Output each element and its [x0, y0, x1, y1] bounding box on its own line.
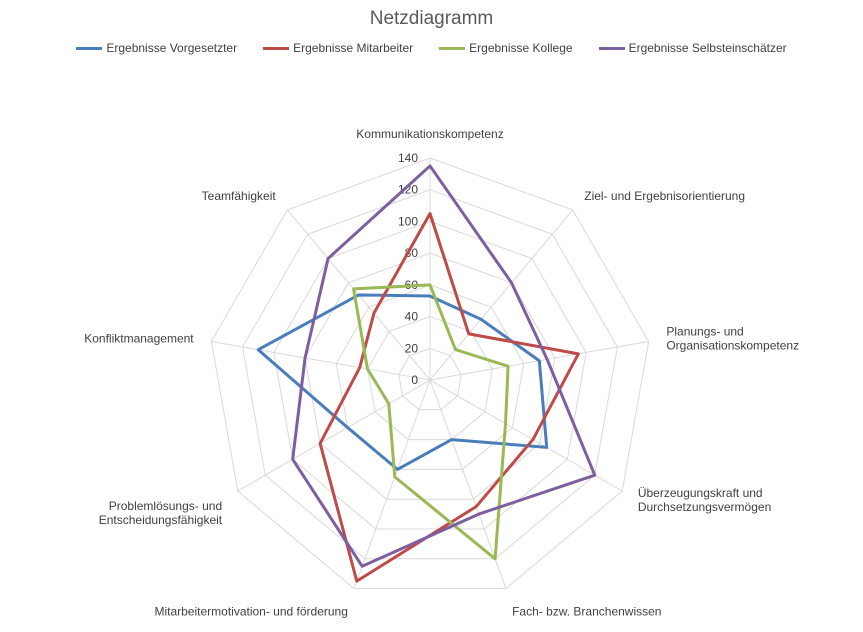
- category-label: Ziel- und Ergebnisorientierung: [584, 189, 745, 203]
- r-tick-label: 0: [411, 373, 418, 387]
- grid-spoke: [429, 379, 623, 492]
- legend-label-selbsteinschaetzer: Ergebnisse Selbsteinschätzer: [628, 41, 787, 55]
- grid-ring-140: [210, 157, 650, 590]
- grid-ring-20: [398, 347, 462, 411]
- grid-ring-80: [304, 252, 556, 500]
- category-label: Kommunikationskompetenz: [356, 127, 503, 141]
- legend-item-selbsteinschaetzer: Ergebnisse Selbsteinschätzer: [598, 41, 787, 55]
- grid-spoke: [353, 379, 431, 589]
- series-line-1: [318, 212, 580, 583]
- legend-swatch-mitarbeiter: [263, 46, 290, 50]
- grid-ring-40: [367, 316, 493, 441]
- legend-item-mitarbeiter: Ergebnisse Mitarbeiter: [263, 41, 413, 55]
- grid-ring-60: [335, 284, 525, 470]
- series-line-2: [352, 283, 510, 561]
- legend-label-vorgesetzter: Ergebnisse Vorgesetzter: [106, 41, 238, 55]
- grid-spoke: [211, 340, 431, 381]
- grid-ring-120: [242, 189, 618, 560]
- category-label: Teamfähigkeit: [202, 189, 277, 203]
- legend-swatch-vorgesetzter: [76, 46, 103, 50]
- grid-spoke: [429, 379, 507, 589]
- legend: Ergebnisse Vorgesetzter Ergebnisse Mitar…: [0, 41, 863, 55]
- legend-item-vorgesetzter: Ergebnisse Vorgesetzter: [76, 41, 237, 55]
- r-tick-label: 140: [398, 151, 418, 165]
- r-tick-label: 20: [405, 341, 419, 355]
- series-line-3: [291, 164, 597, 568]
- grid-ring-100: [273, 220, 587, 530]
- r-tick-label: 40: [405, 310, 419, 324]
- grid-spoke: [237, 379, 431, 492]
- legend-item-kollege: Ergebnisse Kollege: [439, 41, 573, 55]
- category-label: Mitarbeitermotivation- und förderung: [154, 605, 347, 619]
- legend-swatch-selbsteinschaetzer: [598, 46, 625, 50]
- chart-title: Netzdiagramm: [369, 8, 494, 29]
- legend-label-kollege: Ergebnisse Kollege: [469, 41, 573, 55]
- r-tick-label: 120: [398, 183, 418, 197]
- grid-spoke: [429, 209, 574, 381]
- category-label: Fach- bzw. Branchenwissen: [512, 605, 661, 619]
- legend-swatch-kollege: [439, 46, 466, 50]
- r-tick-label: 100: [398, 214, 418, 228]
- legend-label-mitarbeiter: Ergebnisse Mitarbeiter: [293, 41, 414, 55]
- category-label: Konfliktmanagement: [84, 331, 194, 345]
